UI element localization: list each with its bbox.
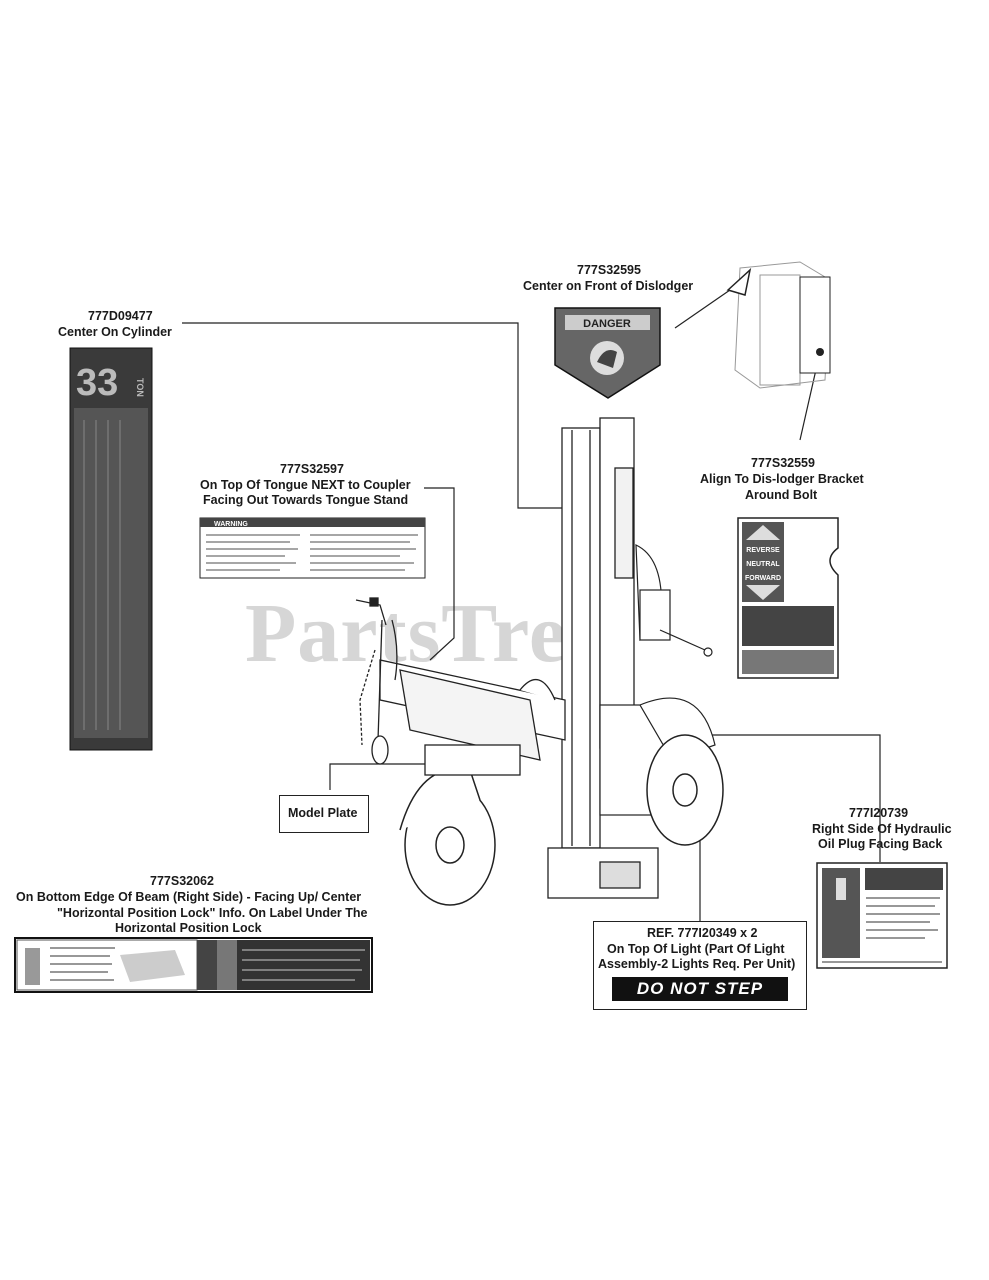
wheels: [399, 734, 724, 906]
label-777I20739-part: 777I20739: [849, 806, 909, 820]
decal-777S32062: [14, 937, 373, 993]
label-777S32062-desc1: On Bottom Edge Of Beam (Right Side) - Fa…: [16, 890, 362, 904]
decal-777S32597: WARNING: [199, 517, 426, 579]
label-777I20349-desc1: On Top Of Light (Part Of Light: [607, 942, 785, 956]
label-777I20739-desc1: Right Side Of Hydraulic: [812, 822, 952, 836]
decal-forward: FORWARD: [745, 575, 781, 582]
decal-reverse: REVERSE: [746, 547, 780, 554]
decal-33: 33: [76, 362, 118, 404]
label-777S32597-part: 777S32597: [280, 462, 344, 476]
label-777D09477-part: 777D09477: [88, 309, 153, 323]
label-777S32559-desc1: Align To Dis-lodger Bracket: [700, 472, 864, 486]
label-777S32597-desc2: Facing Out Towards Tongue Stand: [203, 493, 409, 507]
splitter-beam: [547, 417, 659, 899]
partstree-watermark: PartsTreeTM: [245, 585, 631, 680]
leader-tongue: [424, 487, 455, 661]
label-777S32595-desc: Center on Front of Dislodger: [523, 279, 694, 293]
label-777S32559-desc2: Around Bolt: [745, 488, 818, 502]
decal-danger: DANGER: [583, 318, 631, 330]
model-plate-box: [279, 795, 369, 833]
bracket-bolt: [816, 348, 824, 356]
label-777S32597-desc1: On Top Of Tongue NEXT to Coupler: [200, 478, 411, 492]
decal-ton: TON: [135, 378, 145, 397]
leader-dislodger: [674, 289, 731, 329]
decal-777S32595: DANGER: [554, 307, 661, 399]
label-777S32062-part: 777S32062: [150, 874, 214, 888]
dislodger-arrow: [726, 267, 752, 296]
label-777S32559-part: 777S32559: [751, 456, 815, 470]
label-model-plate: Model Plate: [288, 806, 358, 820]
tongue-stand: [355, 597, 398, 765]
tongue: [379, 659, 566, 776]
label-777S32062-desc3: Horizontal Position Lock: [115, 921, 262, 935]
label-777S32062-desc2: "Horizontal Position Lock" Info. On Labe…: [57, 906, 368, 920]
decal-777D09477: 33 TON: [69, 347, 153, 751]
label-777S32595-part: 777S32595: [577, 263, 641, 277]
bracket-decal: [799, 276, 831, 374]
do-not-step-decal: DO NOT STEP: [612, 977, 788, 1001]
decal-neutral: NEUTRAL: [746, 561, 780, 568]
decal-warning: WARNING: [214, 521, 248, 528]
leader-oil-plug: [640, 734, 881, 862]
label-777I20349-ref: REF. 777I20349 x 2: [647, 926, 758, 940]
label-777I20349-desc2: Assembly-2 Lights Req. Per Unit): [598, 957, 796, 971]
decal-777I20739: [816, 862, 948, 969]
decal-777S32559: REVERSE NEUTRAL FORWARD: [737, 517, 839, 679]
label-777D09477-desc: Center On Cylinder: [58, 325, 172, 339]
hydraulic-valve: [635, 544, 713, 657]
